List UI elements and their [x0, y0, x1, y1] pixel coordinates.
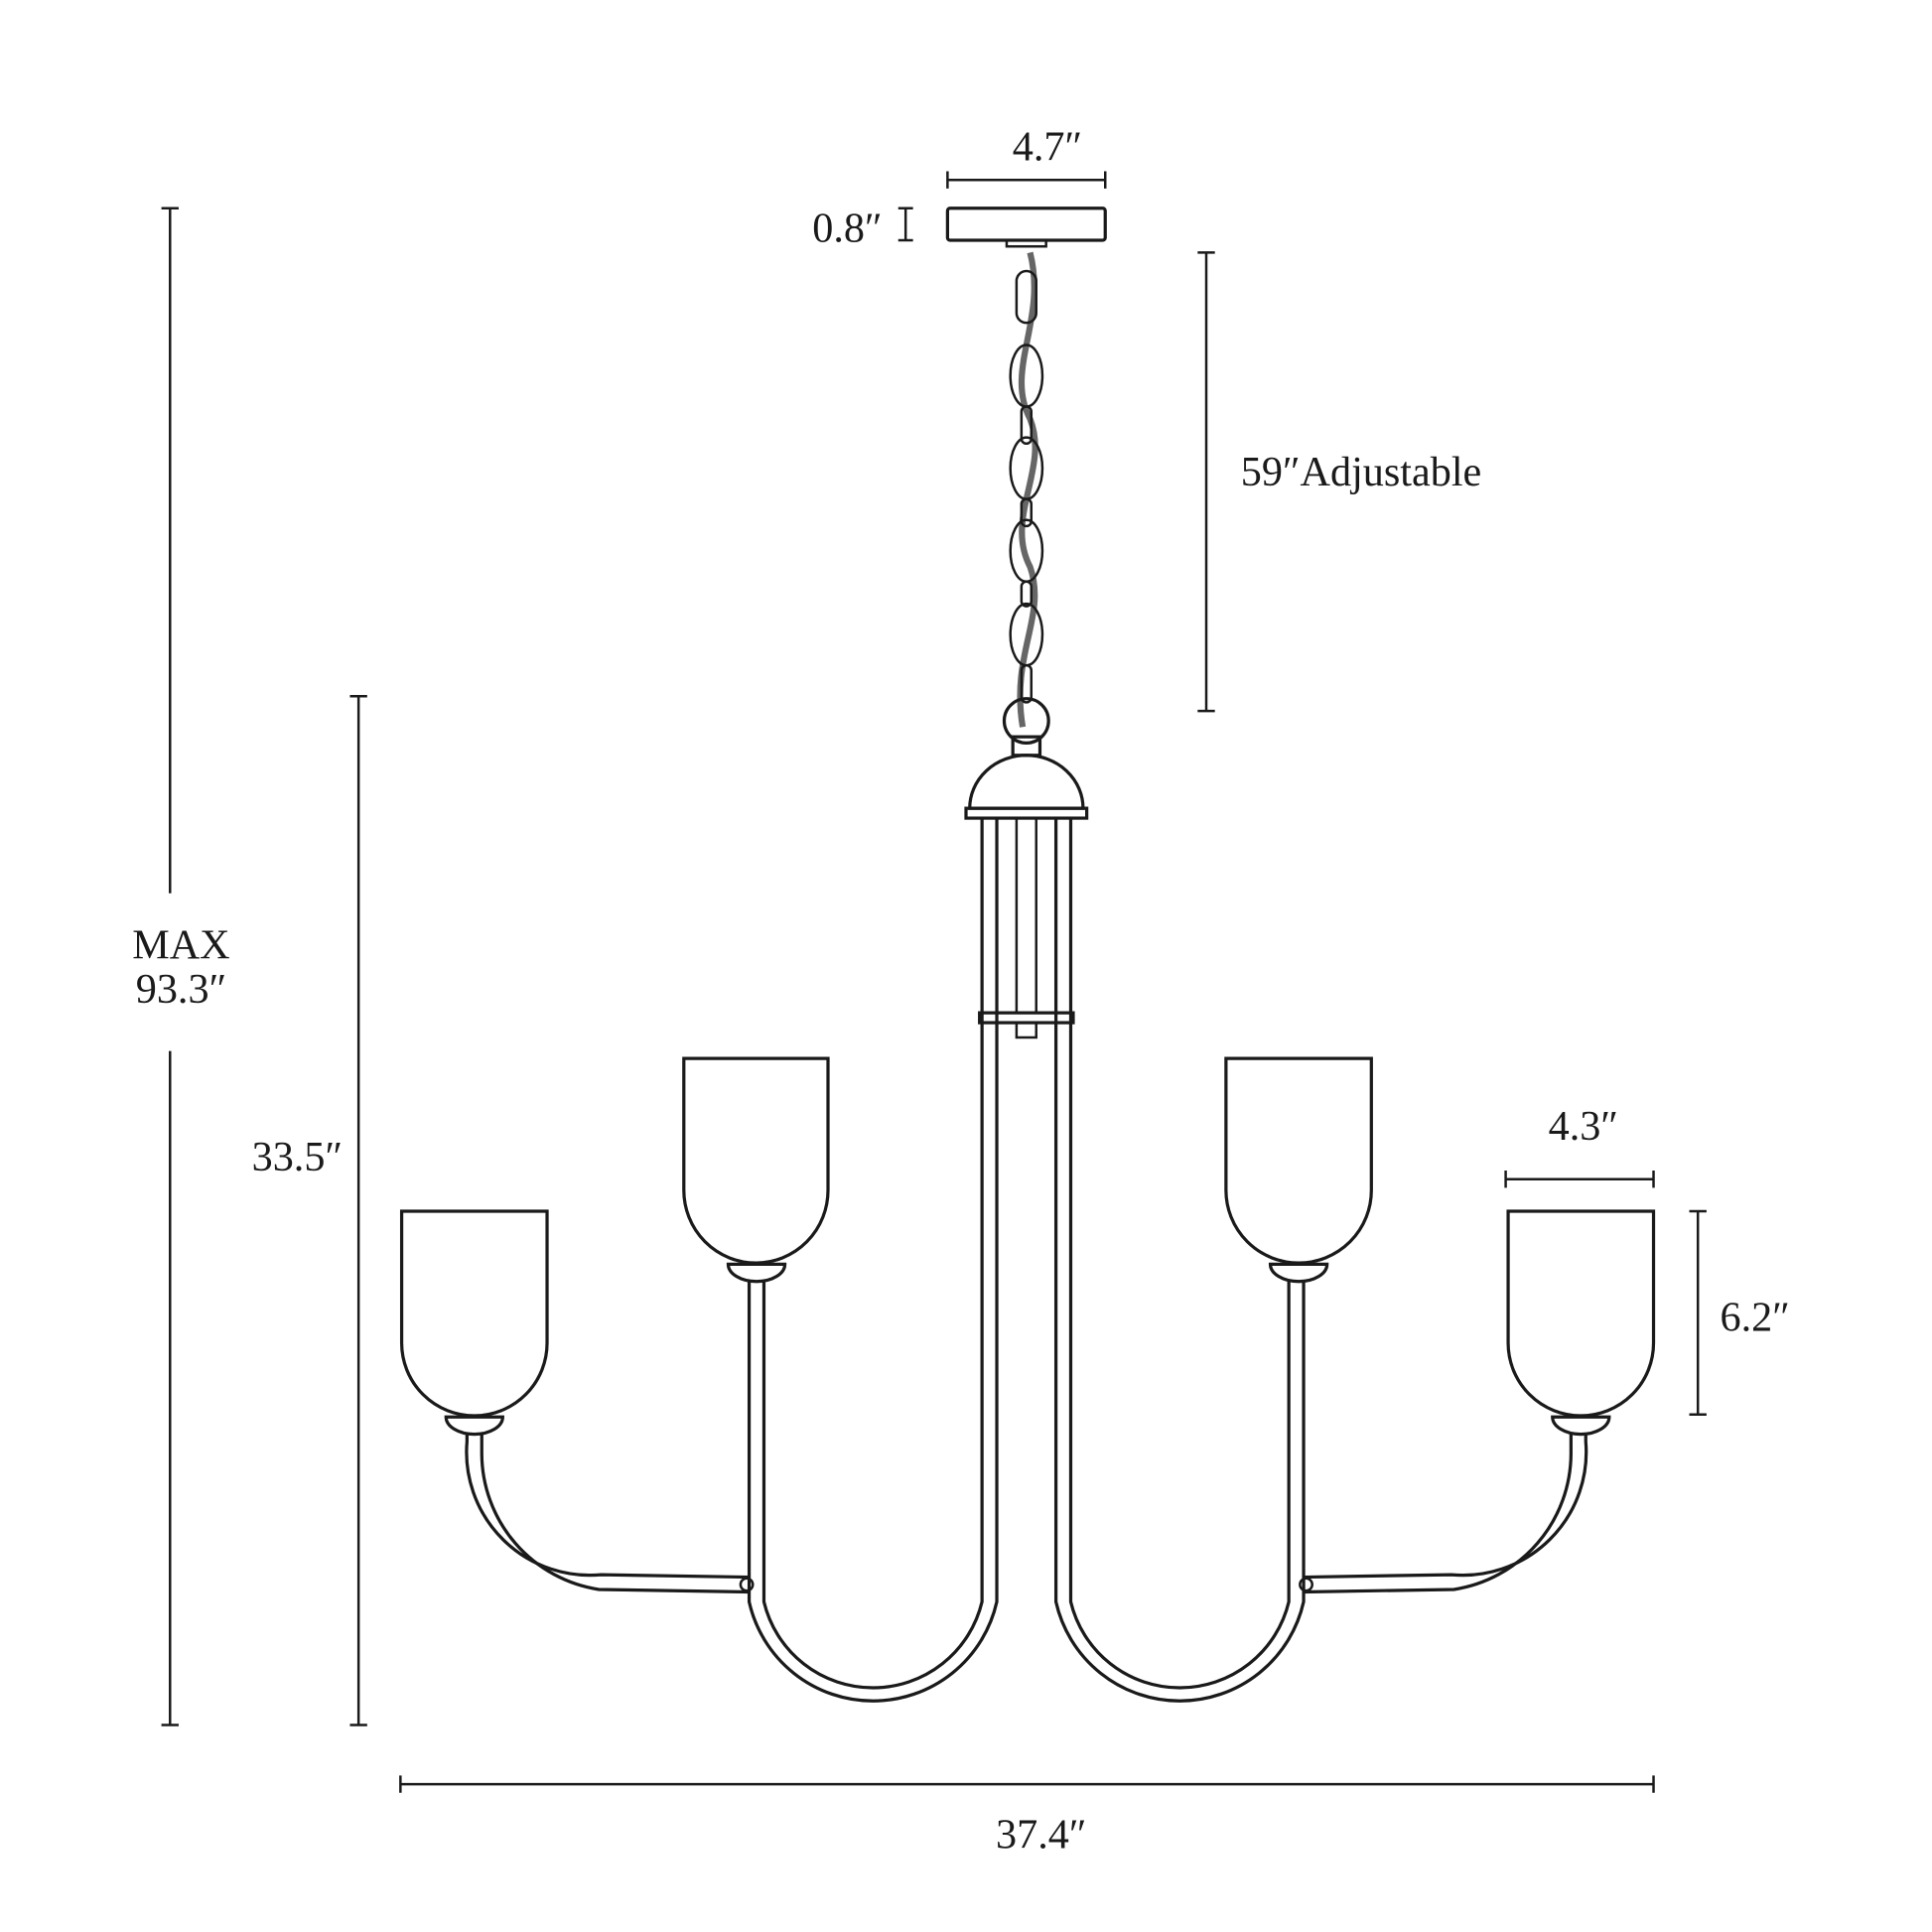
canopy-height-dimension: 0.8″ — [812, 205, 913, 251]
shade-left-inner — [682, 1056, 830, 1284]
canopy-height-label: 0.8″ — [812, 205, 882, 251]
shade-left-outer — [399, 1209, 549, 1437]
chain-length-dimension: 59″Adjustable — [1197, 251, 1482, 713]
max-label: MAX — [132, 922, 229, 969]
shade-right-outer — [1506, 1209, 1656, 1437]
canopy — [945, 207, 1107, 248]
shade-height-label: 6.2″ — [1721, 1294, 1790, 1340]
chain — [1002, 251, 1050, 745]
max-height-label: 93.3″ — [136, 966, 226, 1013]
center-column — [964, 735, 1089, 1039]
fixture-height-label: 33.5″ — [252, 1134, 343, 1180]
overall-width-dimension: 37.4″ — [399, 1775, 1655, 1859]
shade-right-inner — [1224, 1056, 1373, 1284]
max-height-dimension: MAX 93.3″ — [132, 207, 230, 1726]
shade-width-label: 4.3″ — [1549, 1103, 1618, 1150]
fixture-height-dimension: 33.5″ — [252, 694, 367, 1726]
chain-length-label: 59″Adjustable — [1241, 449, 1482, 495]
arms — [465, 818, 1588, 1703]
canopy-width-label: 4.7″ — [1013, 123, 1082, 170]
shade-height-dimension: 6.2″ — [1689, 1209, 1790, 1416]
shade-width-dimension: 4.3″ — [1504, 1103, 1655, 1188]
overall-width-label: 37.4″ — [996, 1812, 1086, 1859]
canopy-width-dimension: 4.7″ — [946, 123, 1107, 189]
